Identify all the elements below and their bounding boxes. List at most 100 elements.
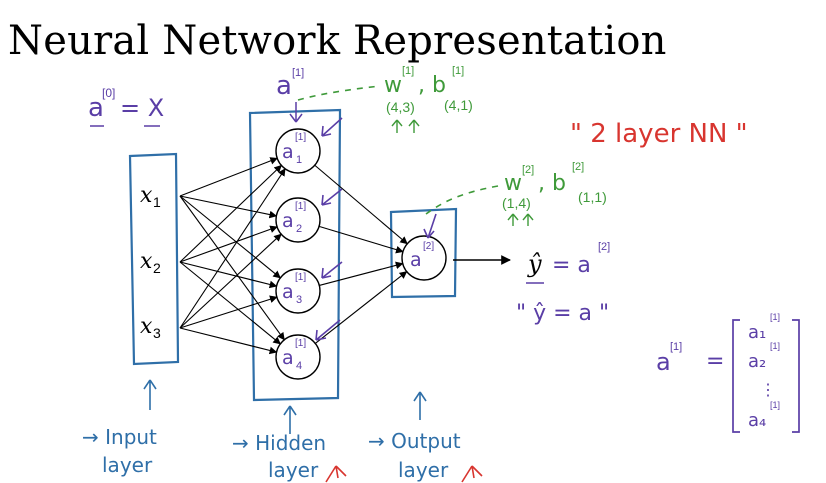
hidden-node-4-sub: 4 xyxy=(296,360,302,372)
output-label-line2: layer xyxy=(398,458,449,482)
input-x3-base: x xyxy=(140,314,153,339)
vec-entry-dots: ⋮ xyxy=(760,382,776,399)
edge-x1-to-h2 xyxy=(179,195,278,219)
vec-entry-1: a₁ xyxy=(748,322,766,343)
a1-vector: a [1] = a₁ [1] a₂ [1] ⋮ a₄ [1] xyxy=(656,312,800,433)
vec-entry-2-sup: [1] xyxy=(770,341,780,351)
output-layer-label: → Output layer xyxy=(368,391,483,483)
b2-dim: (1,1) xyxy=(578,189,607,205)
edge-x1-to-h4 xyxy=(179,195,285,341)
hidden-node-1-sub: 1 xyxy=(296,154,302,166)
input-x3-sub: 3 xyxy=(153,325,161,341)
hidden-node-2-sup: [1] xyxy=(295,201,306,212)
hidden-node-1-base: a xyxy=(282,141,294,163)
input-x1-sub: 1 xyxy=(153,194,161,210)
edge-x3-to-h3 xyxy=(179,295,278,329)
output-label-line1: → Output xyxy=(368,429,461,453)
input-x3: x 3 xyxy=(140,314,161,341)
layer1-params: w [1] , b [1] (4,3) (4,1) xyxy=(297,65,473,133)
yhat-sup: [2] xyxy=(598,241,610,253)
b1-dim: (4,1) xyxy=(444,97,473,113)
edge-x2-to-h3 xyxy=(179,261,278,289)
yhat-equation: ŷ = a [2] " ŷ = a " xyxy=(516,241,610,326)
vec-entry-4-sup: [1] xyxy=(770,400,780,410)
edge-x2-to-h1 xyxy=(179,164,282,263)
input-x1-base: x xyxy=(140,183,153,208)
edge-x1-to-h1 xyxy=(179,157,278,197)
input-layer-box xyxy=(128,152,180,366)
input-hidden-connections xyxy=(179,157,286,355)
hidden-label-line1: → Hidden xyxy=(232,431,326,455)
edge-x3-to-h1 xyxy=(179,168,286,329)
yhat-symbol: ŷ xyxy=(527,250,542,278)
b2-sup: [2] xyxy=(572,161,584,173)
a1-top-annotation: a [1] xyxy=(276,67,304,123)
hidden-layer-box xyxy=(248,108,342,402)
w2-sup: [2] xyxy=(522,164,534,176)
input-label-line2: layer xyxy=(102,453,153,477)
input-label-line1: → Input xyxy=(82,425,157,449)
w1-base: w xyxy=(384,73,402,98)
w2-dim: (1,4) xyxy=(502,195,531,211)
edge-h2-to-out xyxy=(318,225,404,254)
output-layer-box xyxy=(389,207,458,299)
hidden-node-3-base: a xyxy=(282,281,294,303)
hidden-node-3-sub: 3 xyxy=(296,294,302,306)
hidden-node-4-sup: [1] xyxy=(295,338,306,349)
hidden-node-2-sub: 2 xyxy=(296,223,302,235)
hidden-layer-label: → Hidden layer xyxy=(232,405,347,483)
vec-lhs: a xyxy=(656,348,671,376)
edge-h1-to-out xyxy=(314,164,408,245)
edge-x2-to-h4 xyxy=(179,261,281,345)
quote-yhat: " ŷ = a " xyxy=(516,301,609,326)
two-layer-nn-label: " 2 layer NN " xyxy=(570,119,748,149)
w1-sup: [1] xyxy=(402,65,414,77)
hidden-node-4: a [1] 4 xyxy=(275,334,321,380)
hidden-node-1-sup: [1] xyxy=(295,132,306,143)
edge-h3-to-out xyxy=(319,261,404,286)
input-x2-sub: 2 xyxy=(153,260,161,276)
edge-x2-to-h2 xyxy=(179,225,278,263)
a1-top-sup: [1] xyxy=(292,67,304,79)
b1-base: , b xyxy=(418,73,446,98)
a1-top-base: a xyxy=(276,71,292,101)
layer2-params: w [2] , b [2] (1,4) (1,1) xyxy=(425,161,607,226)
hidden-node-3: a [1] 3 xyxy=(275,268,321,314)
input-layer-label: → Input layer xyxy=(82,379,157,477)
input-x2-base: x xyxy=(140,249,153,274)
yhat-eq: = a xyxy=(552,253,591,278)
w2-base: w xyxy=(504,171,522,196)
hidden-node-2: a [1] 2 xyxy=(275,197,321,243)
vec-eq: = xyxy=(706,349,724,374)
output-node: a [2] xyxy=(401,235,447,281)
hidden-node-2-base: a xyxy=(282,210,294,232)
output-node-pointer xyxy=(423,213,437,239)
w1-dim: (4,3) xyxy=(386,99,415,115)
a0-annotation: a [0] = X xyxy=(88,86,164,127)
vec-entry-4: a₄ xyxy=(748,410,766,431)
hidden-node-4-base: a xyxy=(282,347,294,369)
vec-entry-2: a₂ xyxy=(748,351,766,372)
edge-x1-to-h3 xyxy=(179,195,281,279)
hidden-node-3-sup: [1] xyxy=(295,272,306,283)
vec-lhs-sup: [1] xyxy=(670,341,682,353)
b1-sup: [1] xyxy=(452,65,464,77)
a0-base: a xyxy=(88,93,104,123)
a0-sup: [0] xyxy=(102,86,115,100)
input-x2: x 2 xyxy=(140,249,161,276)
output-node-sup: [2] xyxy=(423,241,434,252)
hidden-output-connections xyxy=(314,164,408,344)
edge-x3-to-h4 xyxy=(179,327,278,355)
edge-x3-to-h2 xyxy=(179,233,282,329)
edge-h4-to-out xyxy=(314,271,408,344)
hidden-node-1: a [1] 1 xyxy=(275,128,321,174)
a0-eq: = X xyxy=(120,94,164,122)
b2-base: , b xyxy=(538,171,566,196)
vec-entry-1-sup: [1] xyxy=(770,312,780,322)
hidden-label-line2: layer xyxy=(268,458,319,482)
hidden-node-pointers xyxy=(315,117,343,341)
slide-title: Neural Network Representation xyxy=(8,18,667,64)
output-node-base: a xyxy=(410,249,422,271)
